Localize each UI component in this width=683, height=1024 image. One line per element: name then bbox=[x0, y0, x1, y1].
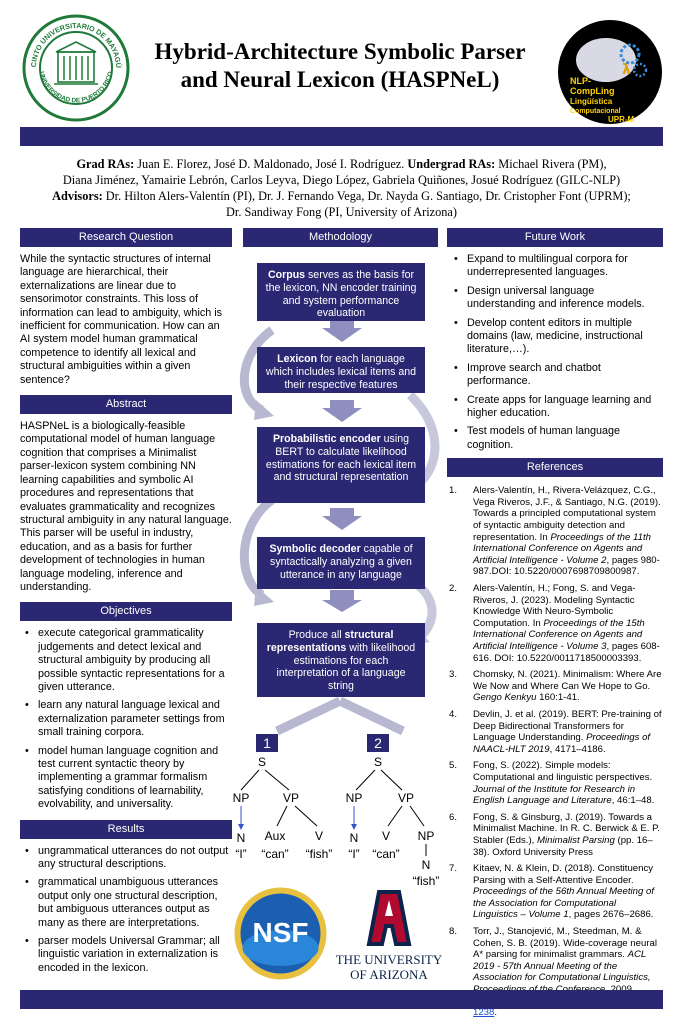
future-work-header: Future Work bbox=[447, 228, 663, 247]
bottom-divider-bar bbox=[20, 990, 663, 1009]
svg-text:Computacional: Computacional bbox=[570, 108, 621, 115]
top-divider-bar bbox=[20, 127, 663, 146]
results-list: ungrammatical utterances do not output a… bbox=[20, 845, 232, 976]
list-item: learn any natural language lexical and e… bbox=[25, 699, 232, 739]
svg-text:NP: NP bbox=[346, 791, 363, 805]
list-item: ungrammatical utterances do not output a… bbox=[25, 845, 232, 872]
method-step-encoder: Probabilistic encoder using BERT to calc… bbox=[257, 427, 425, 503]
list-item: 5.Fong, S. (2022). Simple models: Comput… bbox=[449, 760, 655, 807]
svg-text:V: V bbox=[382, 829, 390, 843]
nlp-compling-logo: λ NLP- CompLing Lingüística Computaciona… bbox=[556, 18, 664, 126]
nsf-logo: NSF bbox=[233, 886, 328, 981]
svg-text:“fish”: “fish” bbox=[306, 847, 333, 861]
svg-text:“I”: “I” bbox=[235, 847, 246, 861]
method-step-lexicon: Lexicon for each language which includes… bbox=[257, 347, 425, 393]
svg-text:S: S bbox=[258, 755, 266, 769]
parse-tree-2: S NP VP N V NP “I” “can” N “fish” bbox=[346, 755, 440, 888]
research-question-header: Research Question bbox=[20, 228, 232, 247]
list-item: Design universal language understanding … bbox=[454, 285, 663, 312]
authors-block: Grad RAs: Juan E. Florez, José D. Maldon… bbox=[52, 157, 631, 219]
list-item: parser models Universal Grammar; all lin… bbox=[25, 935, 232, 975]
left-column: Research Question While the syntactic st… bbox=[20, 228, 232, 980]
list-item: 1.Alers-Valentín, H., Rivera-Velázquez, … bbox=[449, 485, 661, 578]
lambda-symbol: λ bbox=[622, 62, 631, 78]
svg-text:Aux: Aux bbox=[265, 829, 286, 843]
research-question-text: While the syntactic structures of intern… bbox=[20, 253, 223, 386]
svg-text:Lingüística: Lingüística bbox=[570, 97, 613, 106]
list-item: execute categorical grammaticality judge… bbox=[25, 627, 232, 694]
list-item: 3.Chomsky, N. (2021). Minimalism: Where … bbox=[449, 669, 662, 704]
list-item: model human language cognition and test … bbox=[25, 745, 232, 812]
uprm-seal-logo: RECINTO UNIVERSITARIO DE MAYAGÜEZ UNIVER… bbox=[19, 7, 130, 122]
svg-text:NP: NP bbox=[233, 791, 250, 805]
svg-text:VP: VP bbox=[283, 791, 299, 805]
objectives-header: Objectives bbox=[20, 602, 232, 622]
svg-text:“can”: “can” bbox=[261, 847, 288, 861]
svg-text:“can”: “can” bbox=[372, 847, 399, 861]
svg-text:NSF: NSF bbox=[253, 917, 309, 948]
svg-text:NP: NP bbox=[418, 829, 435, 843]
list-item: Test models of human language cognition. bbox=[454, 425, 663, 452]
svg-text:V: V bbox=[315, 829, 323, 843]
abstract-text: HASPNeL is a biologically-feasible compu… bbox=[20, 420, 232, 593]
results-header: Results bbox=[20, 819, 232, 839]
university-of-arizona-logo: THE UNIVERSITY OF ARIZONA bbox=[334, 888, 444, 984]
references-header: References bbox=[447, 458, 663, 478]
tree-2-badge: 2 bbox=[367, 734, 389, 752]
svg-text:VP: VP bbox=[398, 791, 414, 805]
svg-text:N: N bbox=[350, 831, 359, 845]
list-item: 6.Fong, S. & Ginsburg, J. (2019). Toward… bbox=[449, 811, 660, 858]
svg-text:UPR-M: UPR-M bbox=[608, 115, 635, 124]
svg-text:CompLing: CompLing bbox=[570, 86, 615, 96]
list-item: Create apps for language learning and hi… bbox=[454, 394, 663, 421]
svg-text:N: N bbox=[237, 831, 246, 845]
parse-tree-1: S NP VP N Aux V “I” “can” “fish” bbox=[233, 755, 333, 861]
list-item: Expand to multilingual corpora for under… bbox=[454, 253, 663, 280]
objectives-list: execute categorical grammaticality judge… bbox=[20, 627, 232, 811]
svg-text:N: N bbox=[422, 858, 431, 872]
references-list: 1.Alers-Valentín, H., Rivera-Velázquez, … bbox=[447, 485, 663, 1019]
method-step-corpus: Corpus serves as the basis for the lexic… bbox=[257, 263, 425, 321]
method-step-decoder: Symbolic decoder capable of syntacticall… bbox=[257, 537, 425, 589]
right-column: Future Work Expand to multilingual corpo… bbox=[447, 228, 663, 1024]
poster-title: Hybrid-Architecture Symbolic Parser and … bbox=[154, 39, 526, 92]
svg-text:S: S bbox=[374, 755, 382, 769]
list-item: 7.Kitaev, N. & Klein, D. (2018). Constit… bbox=[449, 863, 654, 921]
method-step-output: Produce all structural representations w… bbox=[257, 623, 425, 697]
future-work-list: Expand to multilingual corpora for under… bbox=[447, 253, 663, 452]
list-item: 4.Devlin, J. et al. (2019). BERT: Pre-tr… bbox=[449, 708, 662, 755]
svg-text:NLP-: NLP- bbox=[570, 76, 591, 86]
svg-text:“fish”: “fish” bbox=[413, 874, 440, 888]
abstract-header: Abstract bbox=[20, 395, 232, 415]
svg-text:“I”: “I” bbox=[348, 847, 359, 861]
list-item: 2.Alers-Valentín, H.; Fong, S. and Vega-… bbox=[449, 583, 660, 664]
branch-arrows bbox=[275, 697, 405, 736]
list-item: Develop content editors in multiple doma… bbox=[454, 317, 663, 357]
tree-1-badge: 1 bbox=[256, 734, 278, 752]
list-item: grammatical unambiguous utterances outpu… bbox=[25, 876, 232, 930]
methodology-header: Methodology bbox=[243, 228, 438, 247]
list-item: Improve search and chatbot performance. bbox=[454, 362, 663, 389]
